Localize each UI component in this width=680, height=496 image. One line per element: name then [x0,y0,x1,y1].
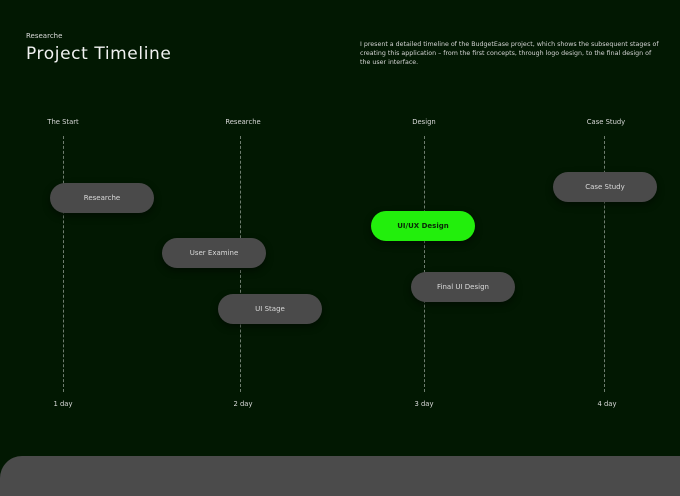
day-label-3: 3 day [414,400,434,408]
timeline-line-3 [424,136,425,392]
task-pill-final-ui-design[interactable]: Final UI Design [411,272,515,302]
day-label-1: 1 day [53,400,73,408]
task-pill-case-study[interactable]: Case Study [553,172,657,202]
task-pill-ui-ux-design[interactable]: UI/UX Design [371,211,475,241]
project-description: I present a detailed timeline of the Bud… [360,41,659,66]
task-pill-ui-stage[interactable]: UI Stage [218,294,322,324]
column-heading-start: The Start [47,118,79,126]
day-label-4: 4 day [597,400,617,408]
task-pill-researche[interactable]: Researche [50,183,154,213]
column-heading-case-study: Case Study [586,118,626,126]
day-label-2: 2 day [233,400,253,408]
page-title: Project Timeline [26,44,172,64]
column-heading-design: Design [412,118,436,126]
bottom-panel [0,456,680,496]
timeline-line-4 [604,136,605,392]
timeline-line-1 [63,136,64,392]
eyebrow-label: Researche [26,32,63,40]
task-pill-user-examine[interactable]: User Examine [162,238,266,268]
column-heading-research: Researche [225,118,261,126]
